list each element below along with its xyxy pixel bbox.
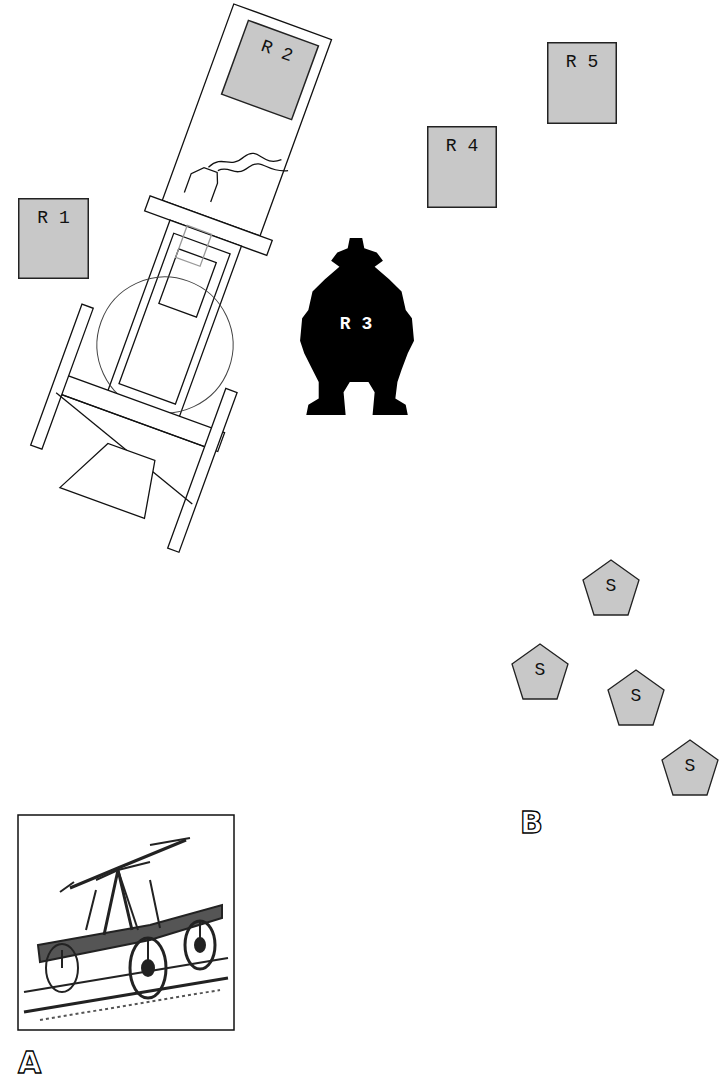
token-letter: S bbox=[535, 660, 546, 682]
room-label: R 5 bbox=[566, 52, 598, 74]
token-letter: S bbox=[631, 686, 642, 708]
token-letter: S bbox=[685, 756, 696, 778]
pentagon-token: S bbox=[606, 668, 666, 728]
room-label: R 4 bbox=[446, 136, 478, 158]
pentagon-token: S bbox=[581, 558, 641, 618]
corner-letter: A bbox=[18, 1048, 41, 1078]
handcar-top-view bbox=[14, 0, 364, 553]
room-label: R 3 bbox=[340, 314, 372, 336]
handcar-sketch bbox=[24, 838, 228, 1020]
room-box: R 5 bbox=[547, 42, 617, 124]
corner-letter: B bbox=[520, 808, 543, 838]
room-box: R 4 bbox=[427, 126, 497, 208]
picture-frame bbox=[18, 815, 234, 1030]
pentagon-token: S bbox=[660, 738, 720, 798]
room-box: R 2 bbox=[221, 19, 320, 120]
room-label: R 1 bbox=[37, 208, 69, 230]
figure-silhouette: R 3 bbox=[298, 238, 414, 418]
token-letter: S bbox=[606, 576, 617, 598]
rect-outline bbox=[221, 19, 320, 120]
pentagon-token: S bbox=[510, 642, 570, 702]
room-box: R 1 bbox=[18, 198, 89, 279]
